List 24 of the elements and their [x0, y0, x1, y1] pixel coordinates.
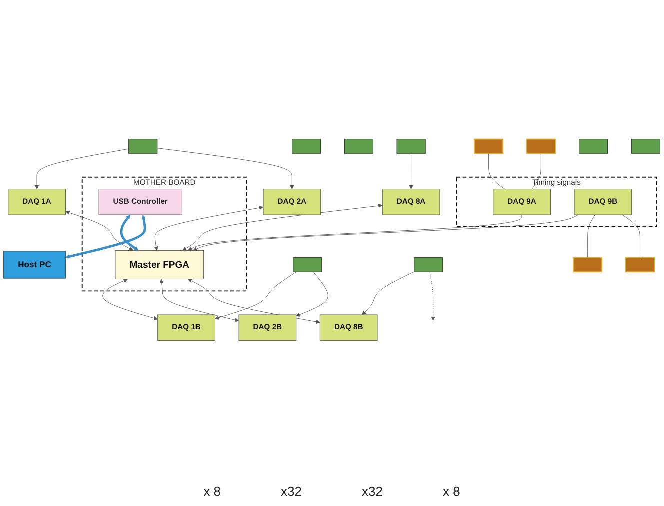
node-box [526, 138, 556, 154]
connector [588, 214, 596, 258]
arrow [120, 214, 139, 251]
node-box [474, 138, 504, 154]
node-box [396, 139, 426, 154]
connector [532, 153, 542, 190]
connector [622, 214, 640, 258]
multiplier-note: x32 [362, 484, 383, 498]
node-box: Master FPGA [115, 250, 204, 280]
node-box [631, 139, 660, 154]
node-box [292, 139, 322, 154]
node-box [625, 257, 655, 273]
multiplier-note: x 8 [204, 484, 222, 498]
node-box [344, 139, 374, 154]
node-box [128, 139, 158, 154]
multiplier-note: x 8 [442, 484, 460, 498]
node-box: Host PC [4, 251, 66, 279]
node-box [573, 257, 603, 273]
arrow [66, 215, 146, 259]
node-box [414, 258, 444, 272]
node-box [293, 258, 322, 272]
node-box [579, 139, 608, 154]
multiplier-note: x32 [281, 484, 302, 498]
connector [488, 153, 506, 190]
